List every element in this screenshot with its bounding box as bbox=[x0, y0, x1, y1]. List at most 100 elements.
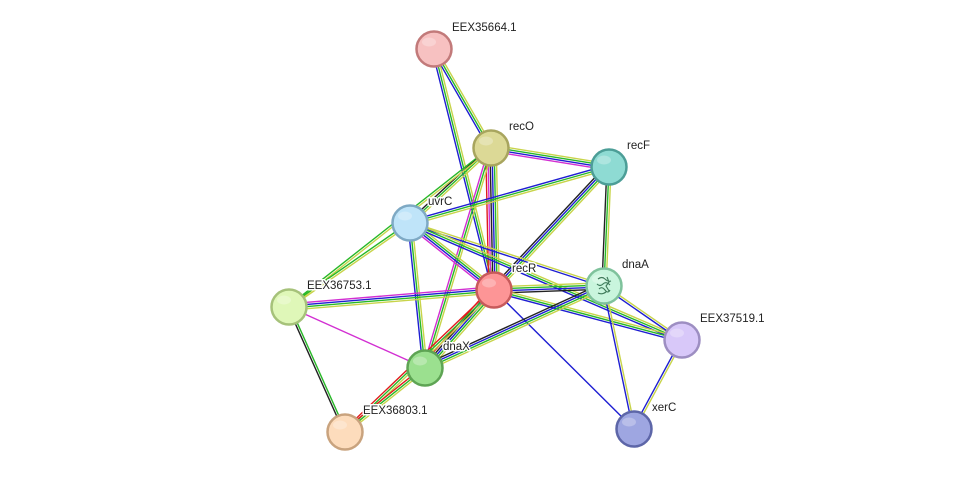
edge-channel-blue bbox=[423, 284, 605, 368]
node-highlight bbox=[670, 328, 684, 338]
edge-channel-black bbox=[422, 282, 604, 366]
node-label-dnaX: dnaX bbox=[443, 341, 470, 353]
edge-recR-xerC[interactable] bbox=[493, 289, 635, 430]
node-highlight bbox=[277, 295, 291, 305]
node-circle[interactable] bbox=[270, 288, 308, 326]
node-circle[interactable] bbox=[585, 267, 623, 305]
edge-channel-magenta bbox=[422, 146, 490, 369]
node-highlight bbox=[597, 155, 611, 165]
node-circle[interactable] bbox=[472, 129, 510, 167]
edge-uvrC-EEX37519.1[interactable] bbox=[408, 220, 684, 343]
edge-channel-green bbox=[409, 166, 610, 224]
node-label-recO: recO bbox=[509, 121, 534, 133]
node-xerC[interactable] bbox=[615, 410, 653, 448]
node-label-xerC: xerC bbox=[652, 402, 676, 414]
node-label-uvrC: uvrC bbox=[428, 196, 452, 208]
node-highlight bbox=[398, 211, 412, 221]
edge-channel-blue bbox=[408, 224, 682, 343]
edge-channel-green bbox=[287, 146, 492, 307]
edge-channel-blue bbox=[493, 289, 635, 430]
edge-channel-green bbox=[490, 146, 610, 167]
node-recR[interactable] bbox=[475, 271, 513, 309]
edge-channel-green bbox=[493, 147, 498, 291]
node-highlight bbox=[479, 136, 493, 146]
node-dnaA[interactable] bbox=[585, 267, 623, 305]
edge-channel-yellow bbox=[604, 285, 636, 430]
edge-uvrC-EEX36753.1[interactable] bbox=[287, 221, 412, 309]
edge-channel-yellow bbox=[425, 288, 607, 372]
edge-channel-yellow bbox=[495, 147, 500, 291]
edge-channel-magenta bbox=[489, 150, 610, 171]
edge-recO-recR[interactable] bbox=[485, 147, 500, 291]
node-highlight bbox=[413, 356, 427, 366]
edge-channel-yellow bbox=[493, 287, 684, 339]
edge-channel-yellow bbox=[288, 292, 495, 311]
node-label-EEX37519.1: EEX37519.1 bbox=[700, 313, 765, 325]
edge-channel-magenta bbox=[288, 286, 495, 305]
edge-channel-yellow bbox=[288, 223, 412, 309]
edge-channel-green bbox=[409, 222, 683, 341]
edge-recR-EEX37519.1[interactable] bbox=[492, 287, 684, 343]
node-circle[interactable] bbox=[590, 148, 628, 186]
edge-recF-uvrC[interactable] bbox=[408, 164, 611, 226]
node-highlight bbox=[422, 37, 436, 47]
node-recO[interactable] bbox=[472, 129, 510, 167]
edge-channel-blue bbox=[408, 164, 610, 222]
edge-channel-yellow bbox=[435, 47, 494, 148]
edge-dnaA-dnaX[interactable] bbox=[422, 282, 607, 372]
edge-channel-black bbox=[489, 147, 494, 291]
edge-recR-EEX36753.1[interactable] bbox=[288, 286, 495, 311]
edge-channel-yellow bbox=[495, 168, 613, 293]
edge-channel-blue bbox=[288, 288, 495, 307]
node-highlight bbox=[622, 417, 636, 427]
edge-channel-yellow bbox=[605, 166, 612, 287]
edge-channel-black bbox=[287, 306, 345, 434]
edge-recO-recF[interactable] bbox=[489, 144, 611, 171]
node-circle[interactable] bbox=[475, 271, 513, 309]
edge-channel-green bbox=[288, 290, 495, 309]
node-circle[interactable] bbox=[326, 413, 364, 451]
edge-dnaA-xerC[interactable] bbox=[602, 285, 636, 430]
node-circle[interactable] bbox=[615, 410, 653, 448]
edge-channel-black bbox=[490, 164, 608, 289]
node-EEX35664.1[interactable] bbox=[415, 30, 453, 68]
edge-channel-yellow bbox=[409, 168, 611, 226]
node-circle[interactable] bbox=[415, 30, 453, 68]
edge-channel-blue bbox=[492, 291, 683, 343]
edge-channel-yellow bbox=[409, 221, 606, 286]
edge-EEX36753.1-EEX36803.1[interactable] bbox=[287, 305, 347, 434]
node-dnaX[interactable] bbox=[406, 349, 444, 387]
node-label-EEX36803.1: EEX36803.1 bbox=[363, 405, 428, 417]
edge-channel-yellow bbox=[410, 220, 684, 339]
node-recF[interactable] bbox=[590, 148, 628, 186]
edge-EEX36753.1-dnaX[interactable] bbox=[288, 306, 426, 369]
node-EEX36753.1[interactable] bbox=[270, 288, 308, 326]
node-uvrC[interactable] bbox=[391, 204, 429, 242]
edge-channel-green bbox=[433, 48, 492, 149]
edge-channel-green bbox=[424, 286, 606, 370]
node-EEX36803.1[interactable] bbox=[326, 413, 364, 451]
edge-channel-blue bbox=[431, 49, 490, 150]
node-circle[interactable] bbox=[406, 349, 444, 387]
edge-channel-yellow bbox=[490, 144, 611, 165]
node-circle[interactable] bbox=[391, 204, 429, 242]
node-EEX37519.1[interactable] bbox=[663, 321, 701, 359]
node-highlight bbox=[333, 420, 347, 430]
edge-channel-blue bbox=[492, 165, 609, 290]
edge-channel-green bbox=[287, 221, 411, 307]
node-label-EEX36753.1: EEX36753.1 bbox=[307, 280, 372, 292]
edge-channel-green bbox=[289, 305, 347, 433]
nodes-layer bbox=[270, 30, 701, 451]
edge-channel-blue bbox=[491, 147, 496, 291]
edge-channel-green bbox=[603, 166, 610, 287]
node-circle[interactable] bbox=[663, 321, 701, 359]
edge-recF-dnaA[interactable] bbox=[601, 166, 612, 287]
edge-channel-blue bbox=[490, 148, 610, 169]
edges-layer bbox=[287, 47, 684, 435]
node-label-EEX35664.1: EEX35664.1 bbox=[452, 22, 517, 34]
edge-channel-blue bbox=[602, 285, 634, 430]
edge-channel-black bbox=[601, 166, 608, 287]
edge-EEX35664.1-recO[interactable] bbox=[431, 47, 494, 150]
